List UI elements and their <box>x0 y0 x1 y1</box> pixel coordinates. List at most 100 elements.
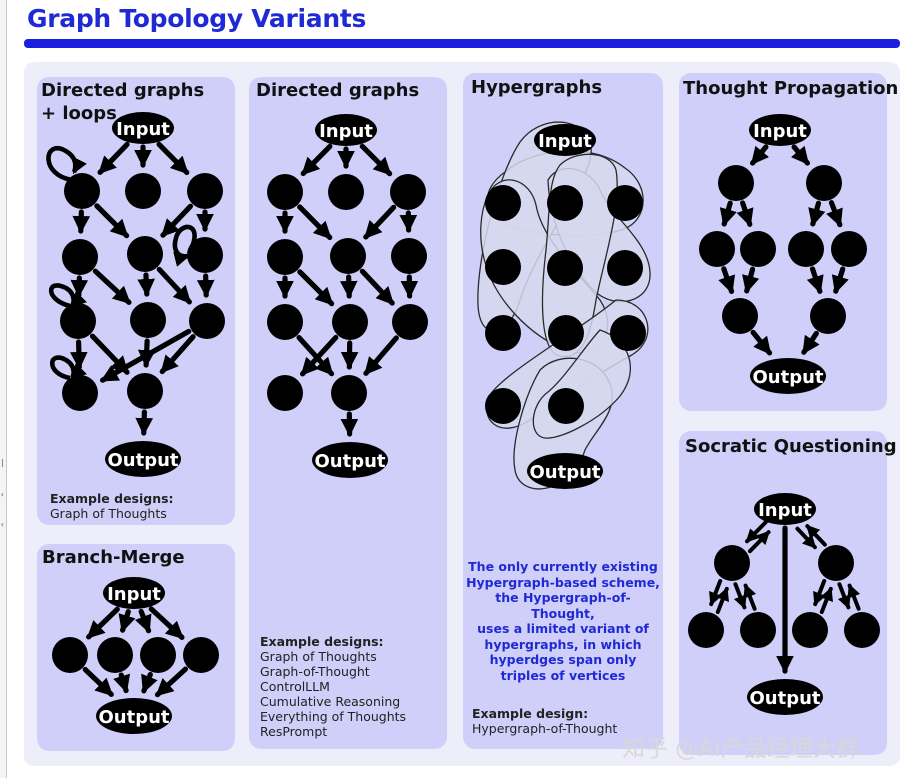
terminal-input <box>749 114 811 146</box>
graph-node <box>62 239 98 275</box>
terminal-output <box>105 441 181 477</box>
panel-socratic-title: Socratic Questioning <box>685 436 897 457</box>
graph-node <box>390 174 426 210</box>
edge-arrow <box>715 586 729 615</box>
graph-node <box>607 250 643 286</box>
graph-node <box>391 238 427 274</box>
graph-node <box>547 185 583 221</box>
graph-node <box>187 173 223 209</box>
graph-node <box>485 185 521 221</box>
edge-arrow <box>750 144 770 166</box>
edge-arrow <box>750 329 773 356</box>
graph-node <box>806 165 842 201</box>
graph-node <box>788 231 824 267</box>
edge-arrow <box>154 666 189 698</box>
edge-arrow <box>742 266 760 294</box>
panel-thought-propagation-title: Thought Propagation <box>683 78 899 99</box>
graph-node <box>699 231 735 267</box>
graph-node <box>740 612 776 648</box>
self-loops <box>46 145 197 381</box>
edge-arrow <box>159 334 196 375</box>
edge-arrow <box>743 583 757 611</box>
graph-node <box>97 637 133 673</box>
graph-node <box>62 375 98 411</box>
edge-arrow <box>837 582 851 610</box>
edge-arrow <box>113 672 131 694</box>
hypergraphs-note: The only currently existing Hypergraph-b… <box>466 559 660 683</box>
edge-arrow <box>359 268 395 306</box>
panel-directed-examples: Example designs: Graph of Thoughts Graph… <box>260 634 406 739</box>
window-left-edge: | ‹ ‹ <box>0 0 7 778</box>
edge-arrow <box>299 334 339 377</box>
panel-hypergraphs-title: Hypergraphs <box>471 77 603 98</box>
edge-arrow <box>134 608 152 634</box>
terminal-output-label: Output <box>752 367 823 388</box>
terminal-output-label: Output <box>314 451 385 472</box>
edge-arrow <box>736 200 754 227</box>
edge-arrow <box>82 666 114 697</box>
diagram-edges <box>70 141 861 698</box>
edge-arrow <box>100 328 192 383</box>
terminal-input-label: Input <box>753 121 807 142</box>
graph-node <box>392 304 428 340</box>
graph-node <box>810 298 846 334</box>
hyperedge-regions <box>477 121 651 490</box>
graph-node <box>740 231 776 267</box>
self-loop-arrow <box>50 355 87 381</box>
terminal-output-label: Output <box>749 688 820 709</box>
graph-node <box>267 304 303 340</box>
example-item: Graph of Thoughts <box>260 649 377 664</box>
edge-arrow <box>719 200 737 227</box>
graph-node <box>130 302 166 338</box>
edge-arrow <box>826 200 843 228</box>
graph-node <box>330 238 366 274</box>
example-item: ResPrompt <box>260 724 328 739</box>
graph-node <box>792 612 828 648</box>
diagram-nodes <box>52 165 880 673</box>
graph-node <box>607 185 643 221</box>
edge-arrow <box>118 609 136 633</box>
edge-arrow <box>160 203 194 238</box>
graph-node <box>547 250 583 286</box>
example-item: ControlLLM <box>260 679 330 694</box>
edge-arrow <box>819 586 833 615</box>
edge-arrow <box>733 582 747 610</box>
edge-arrow <box>847 583 861 611</box>
edge-arrow <box>813 578 827 607</box>
example-item: Hypergraph-of-Thought <box>472 721 618 736</box>
self-loop-arrow <box>46 145 87 183</box>
graph-node <box>610 315 646 351</box>
edge-arrow <box>801 330 820 355</box>
panel-directed-loops-example: Graph of Thoughts <box>50 506 167 521</box>
edge-arrow <box>300 143 333 177</box>
terminal-output <box>747 679 823 715</box>
graph-node <box>140 637 176 673</box>
edge-arrow <box>92 268 132 305</box>
example-item: Graph-of-Thought <box>260 664 370 679</box>
edge-arrow <box>339 274 358 299</box>
graph-node <box>267 174 303 210</box>
edge-arrow <box>359 143 393 177</box>
graph-node <box>831 231 867 267</box>
terminal-input-label: Input <box>116 119 170 140</box>
edge-arrow <box>86 606 120 640</box>
edge-arrow <box>94 203 130 239</box>
edge-arrow <box>89 333 130 375</box>
graph-node <box>485 388 521 424</box>
terminal-output-label: Output <box>107 450 178 471</box>
terminal-input-label: Input <box>319 121 373 142</box>
panel-directed-title: Directed graphs <box>256 80 420 101</box>
graph-node <box>189 303 225 339</box>
graph-node <box>328 174 364 210</box>
edge-arrow <box>135 409 154 436</box>
panel-directed-loops-title: Directed graphs <box>41 80 205 101</box>
panel-hypergraphs-examples: Example design: Hypergraph-of-Thought <box>472 706 617 736</box>
edge-arrow <box>790 144 810 166</box>
edge-arrow <box>72 209 91 234</box>
panel-directed-example-heading: Example designs: <box>260 634 384 649</box>
terminal-input-label: Input <box>538 131 592 152</box>
graph-node <box>688 612 724 648</box>
example-item: Everything of Thoughts <box>260 709 407 724</box>
self-loop-arrow <box>48 283 87 309</box>
